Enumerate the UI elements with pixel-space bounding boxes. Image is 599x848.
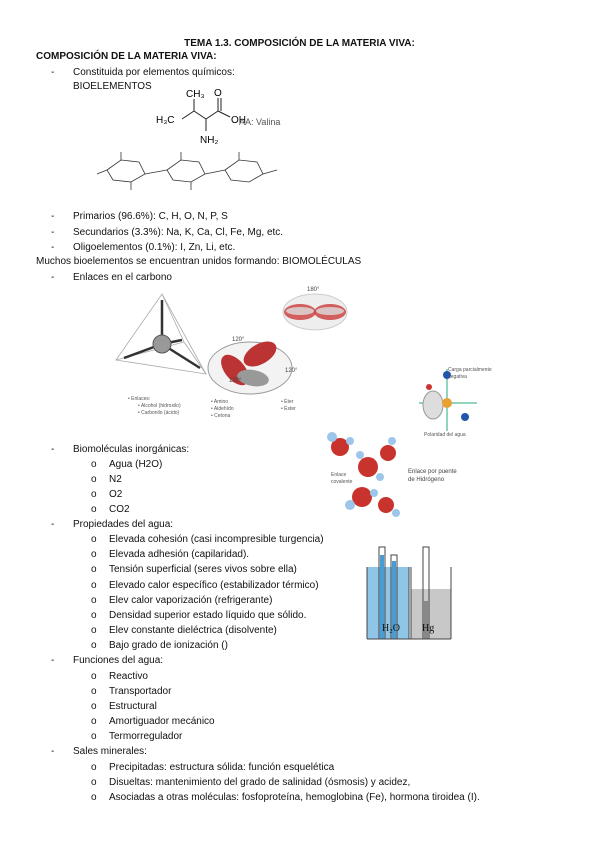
dash-bullet: - bbox=[51, 444, 55, 455]
circle-bullet: o bbox=[91, 671, 97, 682]
circle-bullet: o bbox=[91, 504, 97, 515]
sub-list-item: O2 bbox=[109, 489, 123, 500]
group-label: Cetona bbox=[214, 413, 231, 419]
biomoleculas-line: Muchos bioelementos se encuentran unidos… bbox=[36, 256, 362, 267]
sub-list-item: Estructural bbox=[109, 701, 157, 712]
functional-groups-list-2: • Amino • Aldehído • Cetona bbox=[211, 399, 234, 419]
valine-structure: H₃C CH₃ O OH NH₂ bbox=[156, 88, 246, 146]
functional-groups-list-3: • Éter • Éster bbox=[281, 399, 296, 412]
circle-bullet: o bbox=[91, 762, 97, 773]
circle-bullet: o bbox=[91, 777, 97, 788]
valine-caption: AA: Valina bbox=[239, 117, 281, 127]
circle-bullet: o bbox=[91, 564, 97, 575]
sub-list-item: CO2 bbox=[109, 504, 130, 515]
oxygen-label: O bbox=[214, 88, 222, 99]
list-item: Enlaces en el carbono bbox=[73, 272, 172, 283]
sub-list-item: Termorregulador bbox=[109, 731, 183, 742]
section-heading: COMPOSICIÓN DE LA MATERIA VIVA: bbox=[36, 51, 217, 62]
group-label: Alcohol (hidroxilo) bbox=[140, 403, 181, 409]
circle-bullet: o bbox=[91, 595, 97, 606]
nh2-label: NH₂ bbox=[200, 135, 218, 146]
dash-bullet: - bbox=[51, 746, 55, 757]
functional-groups-list-1: • Enlaces: • Alcohol (hidroxilo) • Carbo… bbox=[128, 396, 181, 416]
circle-bullet: o bbox=[91, 686, 97, 697]
list-item: Secundarios (3.3%): Na, K, Ca, Cl, Fe, M… bbox=[73, 227, 284, 238]
list-item: Oligoelementos (0.1%): I, Zn, Li, etc. bbox=[73, 242, 236, 253]
circle-bullet: o bbox=[91, 610, 97, 621]
circle-bullet: o bbox=[91, 731, 97, 742]
circle-bullet: o bbox=[91, 549, 97, 560]
dash-bullet: - bbox=[51, 655, 55, 666]
dash-bullet: - bbox=[51, 67, 55, 78]
dash-bullet: - bbox=[51, 211, 55, 222]
hbond-caption: Enlace por puente de Hidrógeno bbox=[408, 469, 457, 483]
sub-list-item: Elevado calor específico (estabilizador … bbox=[109, 580, 319, 591]
circle-bullet: o bbox=[91, 701, 97, 712]
h3c-label: H₃C bbox=[156, 115, 175, 126]
sub-list-item: Bajo grado de ionización () bbox=[109, 640, 228, 651]
list-item: Funciones del agua: bbox=[73, 655, 164, 666]
sub-list-item: Elev constante dieléctrica (disolvente) bbox=[109, 625, 277, 636]
ch3-label: CH₃ bbox=[186, 89, 205, 100]
sub-list-item: Amortiguador mecánico bbox=[109, 716, 215, 727]
polysaccharide-structure bbox=[96, 152, 278, 190]
sub-list-item: Reactivo bbox=[109, 671, 148, 682]
sub-list-item: Asociadas a otras moléculas: fosfoproteí… bbox=[109, 792, 480, 803]
group-label: Amino bbox=[213, 399, 229, 405]
bioelementos-label: BIOELEMENTOS bbox=[73, 81, 152, 92]
circle-bullet: o bbox=[91, 625, 97, 636]
list-item: Primarios (96.6%): C, H, O, N, P, S bbox=[73, 211, 228, 222]
sub-list-item: Disueltas: mantenimiento del grado de sa… bbox=[109, 777, 411, 788]
page-title: TEMA 1.3. COMPOSICIÓN DE LA MATERIA VIVA… bbox=[184, 38, 415, 49]
dash-bullet: - bbox=[51, 519, 55, 530]
circle-bullet: o bbox=[91, 640, 97, 651]
group-label: Aldehído bbox=[213, 406, 234, 412]
water-polarity-figure bbox=[419, 369, 477, 431]
group-label: Éster bbox=[284, 406, 296, 412]
sub-list-item: N2 bbox=[109, 474, 122, 485]
angle-label: 120° bbox=[285, 368, 298, 374]
covalent-bond-label: Enlace covalente bbox=[331, 472, 353, 485]
circle-bullet: o bbox=[91, 489, 97, 500]
circle-bullet: o bbox=[91, 459, 97, 470]
sub-list-item: Densidad superior estado líquido que sól… bbox=[109, 610, 307, 621]
sub-list-item: Elev calor vaporización (refrigerante) bbox=[109, 595, 273, 606]
linear-orbitals-figure bbox=[282, 293, 348, 331]
circle-bullet: o bbox=[91, 716, 97, 727]
hydrogen-bond-figure bbox=[327, 432, 400, 517]
sub-list-item: Tensión superficial (seres vivos sobre e… bbox=[109, 564, 297, 575]
sub-list-item: Elevada adhesión (capilaridad). bbox=[109, 549, 250, 560]
angle-label: 120° bbox=[229, 378, 242, 384]
dash-bullet: - bbox=[51, 227, 55, 238]
circle-bullet: o bbox=[91, 792, 97, 803]
water-label: H₂O bbox=[382, 623, 400, 634]
list-item: Biomoléculas inorgánicas: bbox=[73, 444, 190, 455]
circle-bullet: o bbox=[91, 580, 97, 591]
list-item: Propiedades del agua: bbox=[73, 519, 174, 530]
list-item: Sales minerales: bbox=[73, 746, 147, 757]
dash-bullet: - bbox=[51, 242, 55, 253]
circle-bullet: o bbox=[91, 534, 97, 545]
dash-bullet: - bbox=[51, 272, 55, 283]
trigonal-orbitals-figure bbox=[207, 341, 293, 395]
angle-label: 180° bbox=[307, 287, 320, 293]
group-label: Carbonilo (ácido) bbox=[141, 410, 180, 416]
capillarity-figure bbox=[366, 546, 452, 640]
list-item: Constituida por elementos químicos: bbox=[73, 67, 235, 78]
polarity-note: Carga parcialmente negativa bbox=[448, 367, 492, 380]
sub-list-item: Precipitadas: estructura sólida: función… bbox=[109, 762, 335, 773]
circle-bullet: o bbox=[91, 474, 97, 485]
group-label: Éter bbox=[284, 399, 294, 405]
sub-list-item: Transportador bbox=[109, 686, 172, 697]
sub-list-item: Agua (H2O) bbox=[109, 459, 163, 470]
oh-label: OH bbox=[231, 115, 246, 126]
mercury-label: Hg bbox=[422, 623, 435, 634]
group-label: Enlaces: bbox=[131, 396, 151, 402]
angle-label: 120° bbox=[232, 337, 245, 343]
sub-list-item: Elevada cohesión (casi incompresible tur… bbox=[109, 534, 324, 545]
tetrahedral-carbon-figure bbox=[115, 293, 207, 375]
polarity-caption: Polaridad del agua bbox=[424, 432, 466, 438]
